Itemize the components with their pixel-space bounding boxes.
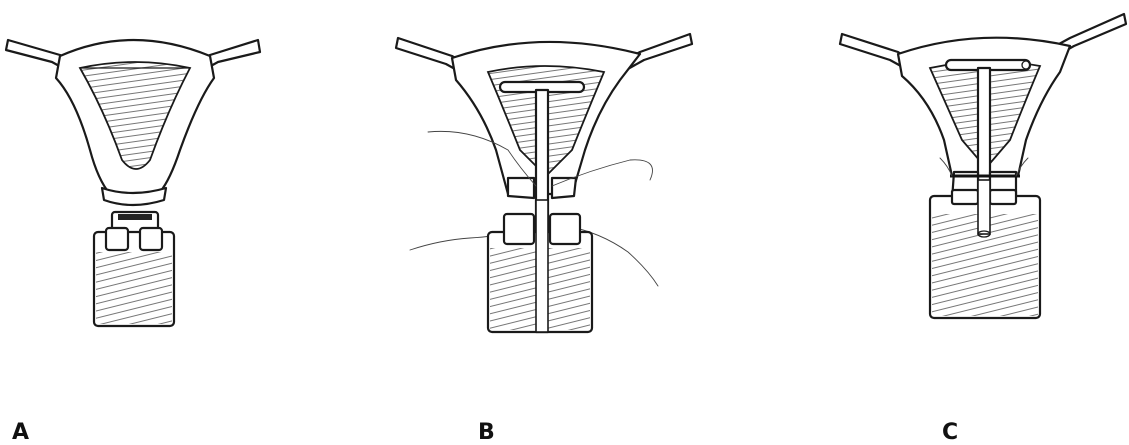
- panel-b-vagina: [488, 200, 592, 332]
- panel-c-drawing: [840, 14, 1126, 318]
- panel-label-b: B: [478, 420, 495, 445]
- panel-label-a: A: [12, 420, 29, 445]
- panel-a-vagina: [94, 212, 174, 326]
- panel-c-vagina: [930, 180, 1040, 318]
- panel-b-drawing: [396, 34, 692, 332]
- panel-a-drawing: [6, 40, 260, 326]
- panel-label-c: C: [942, 420, 958, 445]
